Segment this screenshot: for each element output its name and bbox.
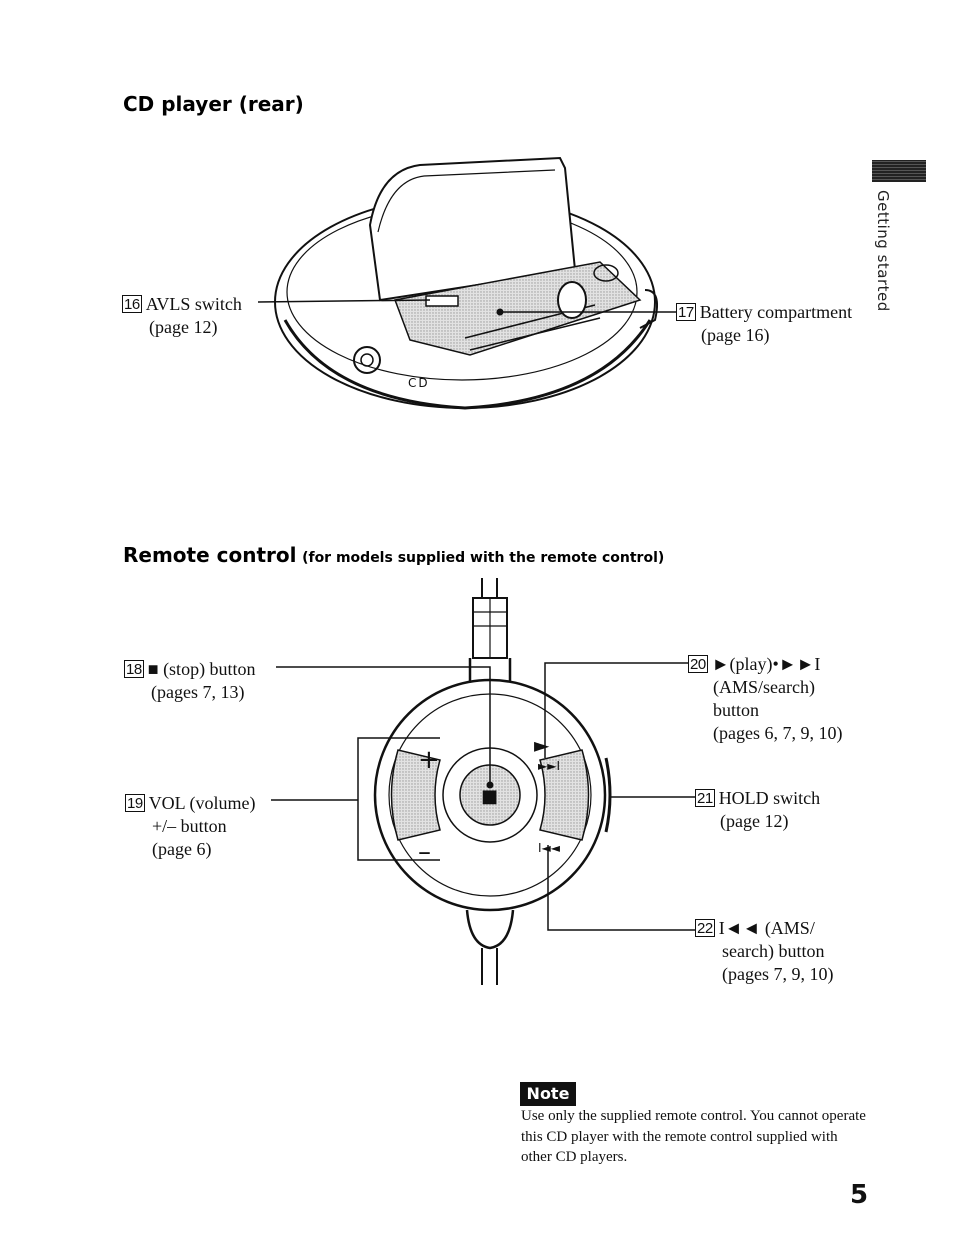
cd-logo: CD bbox=[408, 376, 430, 390]
oval-key bbox=[593, 264, 619, 282]
callout-label: HOLD switch bbox=[718, 788, 821, 808]
hold-switch bbox=[604, 757, 612, 833]
side-clip bbox=[639, 289, 658, 329]
leader-18 bbox=[276, 666, 491, 785]
remote-illustration bbox=[271, 578, 695, 985]
callout-line2: search) button bbox=[722, 941, 825, 961]
leader-20 bbox=[544, 662, 688, 758]
battery-1 bbox=[469, 317, 601, 351]
callout-label: I◄◄ (AMS/ bbox=[718, 918, 815, 938]
callout-number: 18 bbox=[124, 660, 144, 678]
callout-label: AVLS switch bbox=[145, 294, 242, 314]
headphone-jack-inner bbox=[360, 353, 374, 367]
page-number: 5 bbox=[850, 1180, 869, 1210]
battery-door-inner bbox=[377, 169, 556, 233]
callout-page: (page 6) bbox=[152, 839, 212, 859]
vol-plus-glyph: + bbox=[418, 745, 440, 775]
headphone-jack bbox=[353, 346, 381, 374]
side-tab-marker bbox=[872, 160, 926, 182]
callout-label: VOL (volume) bbox=[148, 793, 256, 813]
section-title-remote: Remote control (for models supplied with… bbox=[123, 543, 664, 567]
callout-page: (pages 6, 7, 9, 10) bbox=[713, 723, 843, 743]
section-title-rear: CD player (rear) bbox=[123, 92, 304, 116]
vol-minus-glyph: – bbox=[418, 837, 431, 867]
callout-number: 17 bbox=[676, 303, 696, 321]
leader-17-dot bbox=[496, 308, 504, 316]
prev-glyph: I◄◄ bbox=[538, 841, 561, 855]
ams-pad bbox=[539, 749, 590, 841]
callout-line2: (AMS/search) bbox=[713, 677, 815, 697]
vol-bracket bbox=[357, 737, 440, 861]
avls-switch bbox=[425, 295, 459, 307]
side-tab-label: Getting started bbox=[874, 190, 892, 312]
note-badge: Note bbox=[520, 1082, 576, 1106]
callout-page: (pages 7, 13) bbox=[151, 682, 245, 702]
callout-line2: +/– button bbox=[152, 816, 227, 836]
callout-label: (stop) button bbox=[163, 659, 256, 679]
callout-line3: button bbox=[713, 700, 760, 720]
callout-label: ►(play)•►►I bbox=[711, 654, 821, 674]
callout-page: (page 16) bbox=[701, 325, 770, 345]
callout-number: 20 bbox=[688, 655, 708, 673]
remote-subtitle: (for models supplied with the remote con… bbox=[302, 550, 665, 566]
note-text: Use only the supplied remote control. Yo… bbox=[521, 1108, 866, 1165]
next-glyph: ►►I bbox=[538, 759, 560, 773]
callout-number: 16 bbox=[122, 295, 142, 313]
callout-label: Battery compartment bbox=[699, 302, 853, 322]
play-glyph: ► bbox=[534, 733, 550, 757]
callout-18: 18■ (stop) button (pages 7, 13) bbox=[124, 658, 256, 704]
remote-title: Remote control bbox=[123, 543, 297, 567]
vol-pad bbox=[390, 749, 441, 841]
stop-glyph: ■ bbox=[481, 786, 498, 807]
plug-detail bbox=[473, 598, 507, 658]
leader-22 bbox=[547, 845, 695, 931]
callout-number: 22 bbox=[695, 919, 715, 937]
callout-20: 20►(play)•►►I (AMS/search) button (pages… bbox=[688, 653, 842, 745]
player-rim bbox=[283, 319, 652, 410]
stop-symbol: ■ bbox=[147, 659, 159, 679]
callout-number: 21 bbox=[695, 789, 715, 807]
callout-page: (page 12) bbox=[720, 811, 789, 831]
leader-16 bbox=[257, 299, 431, 303]
battery-terminal bbox=[557, 281, 587, 319]
callout-page: (pages 7, 9, 10) bbox=[722, 964, 834, 984]
remote-neck bbox=[465, 909, 515, 950]
battery-door bbox=[368, 156, 577, 302]
callout-page: (page 12) bbox=[149, 317, 218, 337]
cd-player-illustration bbox=[257, 156, 676, 410]
callout-number: 19 bbox=[125, 794, 145, 812]
leader-18-dot bbox=[486, 781, 494, 789]
